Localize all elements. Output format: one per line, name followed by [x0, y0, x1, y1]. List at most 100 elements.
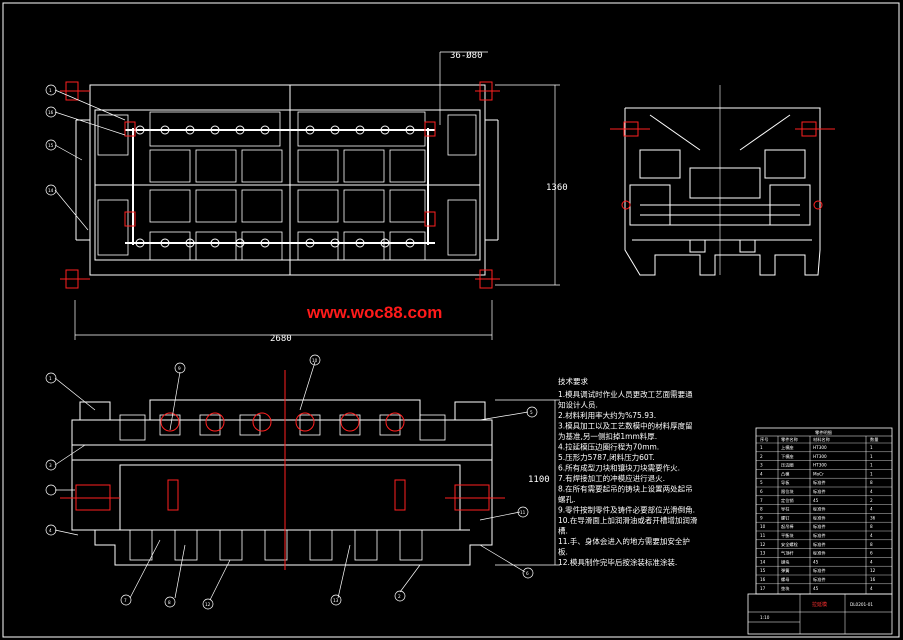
bom-cell: 标准件 [813, 576, 826, 583]
bom-cell: 导板 [781, 479, 790, 486]
bom-cell: 6 [870, 551, 873, 556]
bom-cell: 11 [760, 533, 766, 538]
tech-note-line: 知设计人员. [558, 400, 598, 410]
bom-cell: 起吊棒 [781, 523, 794, 530]
callout-label: 11 [520, 510, 526, 515]
bom-cell: 1 [870, 445, 873, 450]
bom-cell: 4 [870, 489, 873, 494]
tech-note-line: 12.模具制作完毕后按涂装标准涂装. [558, 557, 677, 567]
bom-cell: 9 [760, 515, 763, 520]
callout-label: 1 [49, 376, 52, 381]
callout-label: 10 [312, 358, 318, 363]
bom-cell: 1 [870, 471, 873, 476]
bom-cell: MoCr [813, 471, 824, 476]
front-view-callouts [45, 354, 538, 610]
top-view-dimensions [74, 51, 560, 340]
bom-cell: 6 [760, 489, 763, 494]
front-view-markers [60, 370, 505, 570]
callout-label: 15 [48, 143, 54, 148]
callout-label: 5 [530, 410, 533, 415]
bom-cell: 2 [760, 454, 763, 459]
bom-cell: 键块 [781, 558, 790, 565]
bom-cell: 下模座 [781, 453, 794, 460]
bom-cell: 4 [870, 533, 873, 538]
side-view [610, 85, 835, 276]
tech-note-line: 1.模具调试时作业人员更改工艺面需要通 [558, 389, 693, 399]
front-view-callout-labels: 1 9 10 3 4 7 8 12 13 2 5 11 6 [49, 358, 533, 607]
front-view-leaders [54, 361, 529, 601]
tech-note-line: 板. [558, 547, 568, 557]
tech-note-line: 7.有焊接加工的冲模应进行退火. [558, 473, 665, 483]
bom-cell: 8 [760, 507, 763, 512]
bom-header-cell: 材料名称 [813, 436, 830, 443]
tech-note-line: 11.手、身体会进入的地方需要加安全护 [558, 536, 690, 546]
height-dimension-top: 1360 [546, 183, 568, 193]
bom-cell: 凸模 [781, 470, 790, 477]
callout-label: 8 [168, 600, 171, 605]
bom-cell: 15 [760, 568, 766, 573]
top-view-outline [89, 84, 486, 276]
callout-label: 3 [49, 463, 52, 468]
bom-cell: 1 [870, 454, 873, 459]
tech-title: 技术要求 [558, 376, 588, 386]
top-view [54, 51, 560, 340]
tech-note-line: 2.材料利用率大约为%75.93. [558, 410, 656, 420]
bolt-row-top [125, 125, 435, 135]
tech-note-line: 槽. [558, 526, 568, 536]
front-view-dimensions [495, 399, 560, 566]
bom-cell: 标准件 [813, 541, 826, 548]
bom-cell: 标准件 [813, 479, 826, 486]
bom-cell: 弹簧 [781, 567, 789, 574]
bom-cell: 标准件 [813, 523, 826, 530]
guide-pillar-markers [60, 81, 500, 289]
bom-cell: 45 [813, 559, 819, 564]
width-dimension: 2680 [270, 334, 292, 344]
top-view-cells [97, 111, 477, 261]
bom-cell: 5 [760, 480, 763, 485]
bom-cell: 13 [760, 551, 766, 556]
tech-note-line: 3.模具加工以及工艺数模中的材料厚度留 [558, 421, 693, 431]
height-dimension-front: 1100 [528, 475, 550, 485]
bom-cell: 2 [870, 498, 873, 503]
tech-note-line: 为基准,另一侧扣掉1mm料厚. [558, 431, 657, 441]
bom-cell: 8 [870, 524, 873, 529]
callout-label: 6 [526, 571, 529, 576]
bom-cell: 12 [870, 568, 876, 573]
bom-cell: 4 [870, 586, 873, 591]
title-scale: 1:10 [760, 615, 770, 620]
title-block: 拉延模 DL0201-01 1:10 [747, 593, 893, 635]
bom-cell: 限位块 [781, 488, 794, 495]
bom-cell: HT300 [813, 445, 827, 450]
side-view-markers [610, 121, 835, 210]
holes-dimension: 36-Ø80 [450, 50, 483, 61]
bom-cell: HT300 [813, 454, 827, 459]
callout-label: 13 [333, 598, 339, 603]
callout-label: 2 [398, 594, 401, 599]
tech-notes: 1.模具调试时作业人员更改工艺面需要通知设计人员.2.材料利用率大约为%75.9… [558, 389, 698, 567]
bom-cell: 定位销 [781, 497, 794, 504]
front-view [54, 361, 560, 601]
tech-note-line: 5.压形力5787,闭料压力60T. [558, 452, 655, 462]
bom-cell: 1 [760, 445, 763, 450]
bom-cell: 螺母 [781, 576, 789, 583]
bom-cell: 4 [760, 471, 763, 476]
bom-header-cell: 零件名称 [781, 436, 798, 443]
bom-cell: 3 [760, 463, 763, 468]
callout-label: 9 [178, 366, 181, 371]
bom-cell: 45 [813, 586, 819, 591]
bom-cell: 12 [760, 542, 766, 547]
bom-cell: 16 [760, 577, 766, 582]
bom-cell: 14 [760, 559, 766, 564]
bom-cell: 垫块 [781, 585, 790, 592]
bom-header-cell: 序号 [760, 436, 768, 443]
bom-cell: 标准件 [813, 567, 826, 574]
bom-cell: 标准件 [813, 506, 826, 513]
bom-cell: 导柱 [781, 506, 790, 513]
bom-cell: 4 [870, 507, 873, 512]
bom-cell: 平衡块 [781, 532, 794, 539]
bom-cell: 8 [870, 480, 873, 485]
top-view-leaders [54, 89, 126, 231]
bom-cell: 17 [760, 586, 766, 591]
